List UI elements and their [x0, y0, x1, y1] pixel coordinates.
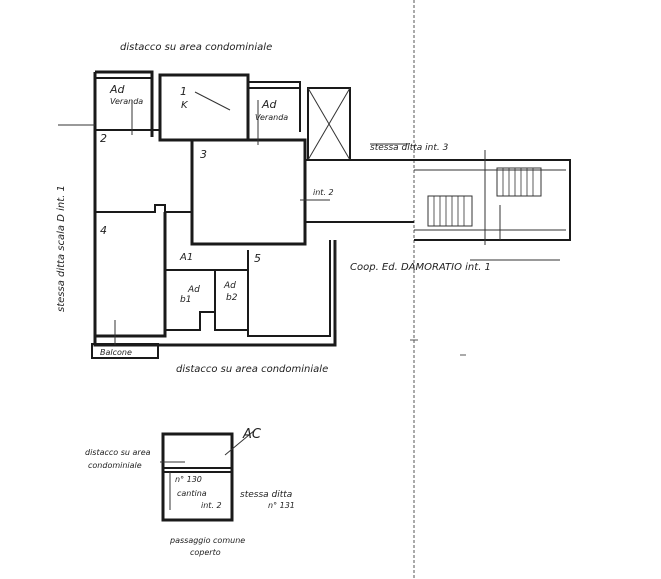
room-4-number: 4	[100, 224, 107, 237]
left-side-label: stessa ditta scala D int. 1	[56, 185, 67, 312]
veranda-left-label: Veranda	[110, 97, 143, 106]
cantina-distacco-line2: condominiale	[88, 461, 142, 470]
top-distacco-label: distacco su area condominiale	[120, 42, 272, 53]
cantina-int-label: int. 2	[201, 501, 222, 510]
room-3-number: 3	[200, 148, 207, 161]
bottom-distacco-label: distacco su area condominiale	[176, 364, 328, 375]
b1-label: b1	[180, 295, 191, 305]
veranda-right-code: Ad	[261, 98, 278, 111]
adjacent-stairwell	[335, 150, 571, 330]
room-5-number: 5	[254, 252, 261, 265]
passaggio-line2: coperto	[190, 548, 221, 557]
int2-label: int. 2	[313, 188, 334, 197]
b2-code: Ad	[223, 281, 236, 291]
b2-label: b2	[226, 293, 238, 303]
cantina-number: n° 130	[175, 475, 202, 484]
room-2-number: 2	[100, 132, 107, 145]
cantina-131-label: n° 131	[268, 501, 295, 510]
right-stessa-label: stessa ditta int. 3	[370, 143, 449, 153]
cantina-label: cantina	[177, 489, 207, 498]
balcone-label: Balcone	[100, 348, 132, 357]
coop-label: Coop. Ed. DAMORATIO int. 1	[350, 262, 491, 273]
b1-code: Ad	[187, 285, 200, 295]
dimension-arrows	[58, 91, 410, 345]
apartment-walls	[91, 70, 414, 359]
cantina-distacco-line1: distacco su area	[85, 448, 151, 457]
cantina-walls	[160, 429, 256, 522]
room-1-number: 1	[180, 85, 187, 98]
veranda-left-code: Ad	[109, 83, 126, 96]
passaggio-line1: passaggio comune	[169, 536, 245, 545]
cantina-stessa-label: stessa ditta	[240, 490, 292, 500]
margin-ticks	[410, 339, 466, 356]
room-1-code: K	[181, 100, 189, 111]
cantina-ac-label: AC	[242, 427, 262, 442]
veranda-right-label: Veranda	[255, 113, 288, 122]
a1-label: A1	[179, 252, 193, 263]
